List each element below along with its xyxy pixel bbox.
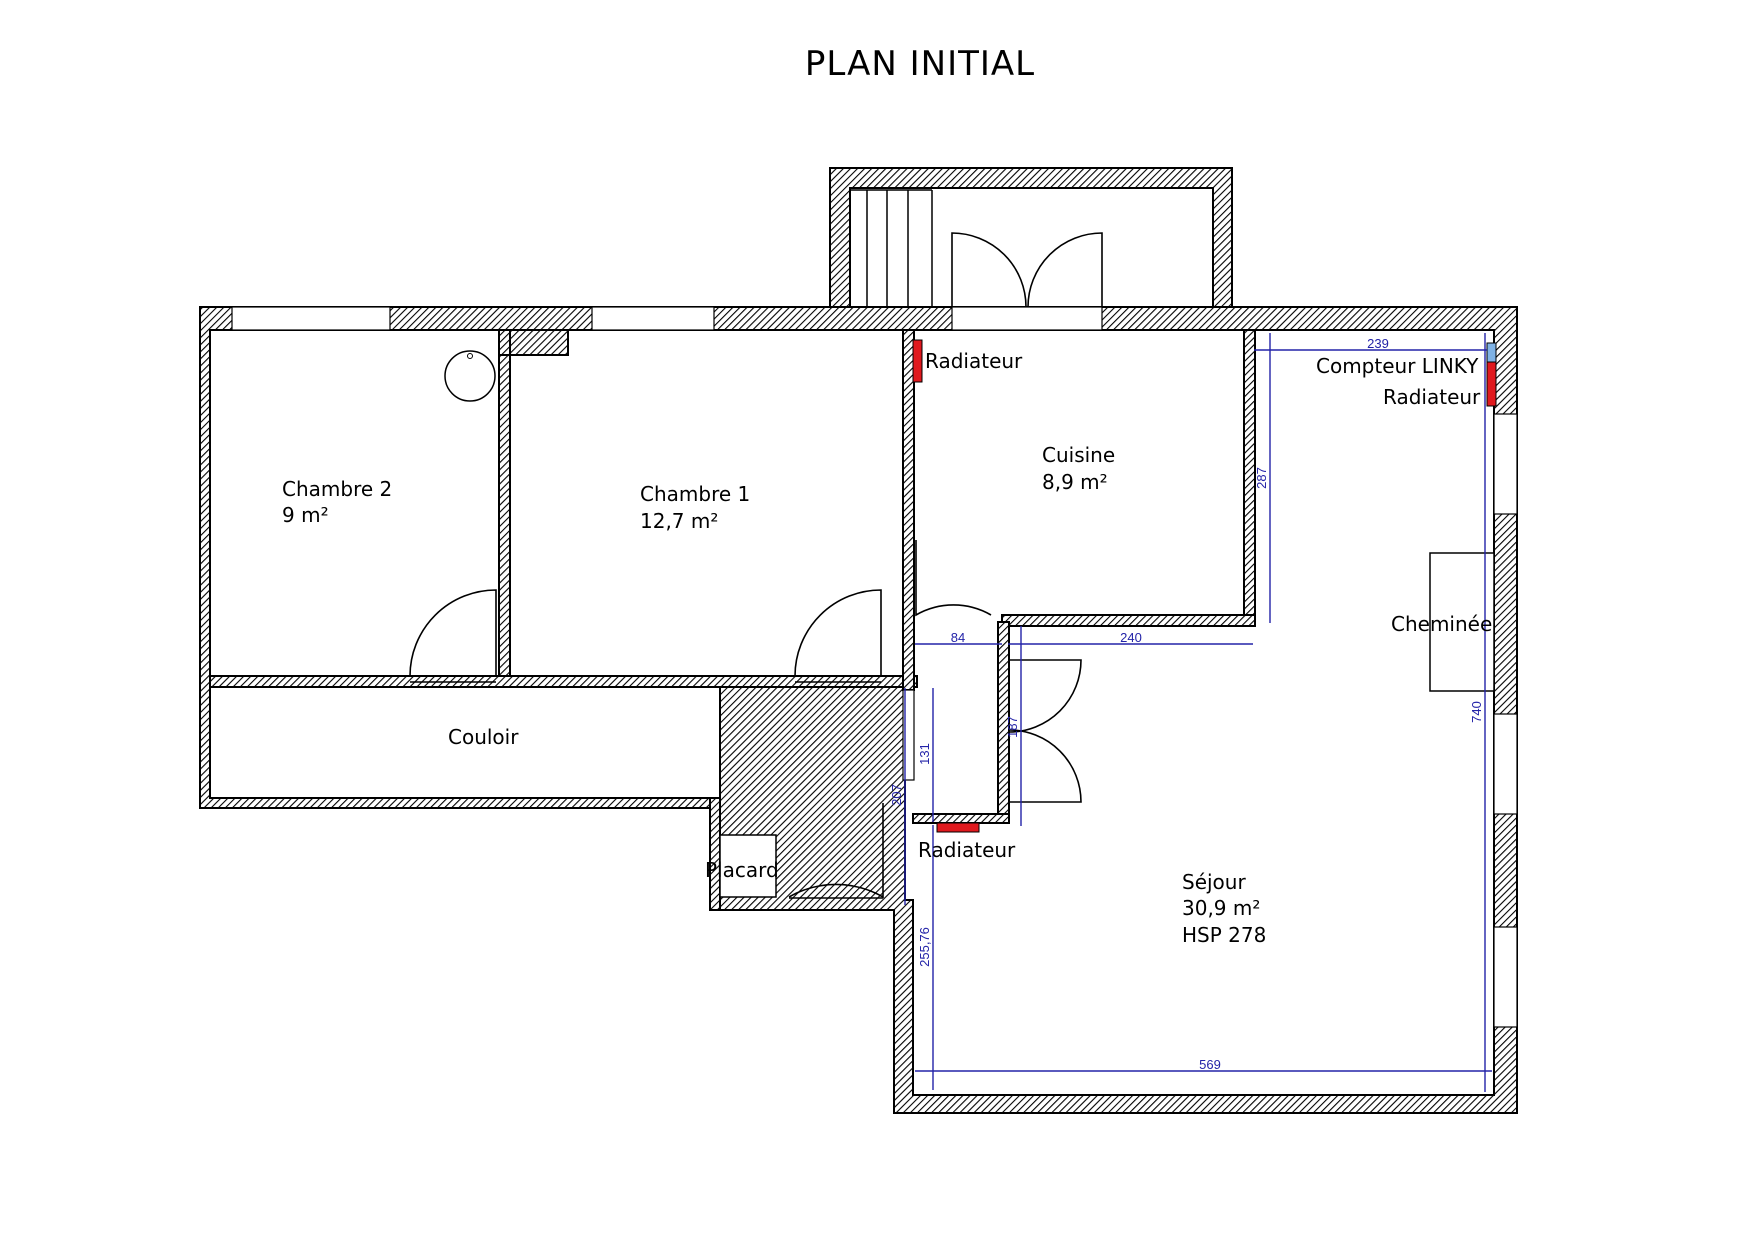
label-radiateur-sejour-top: Radiateur: [1383, 385, 1481, 409]
dim-740: 740: [1469, 701, 1484, 723]
door-landing-left: [951, 232, 1027, 308]
dim-207: 207: [889, 784, 904, 806]
wall-ch1-cuisine: [902, 329, 915, 691]
wall-bump-2: [509, 329, 569, 356]
radiator-cuisine: [912, 339, 923, 383]
fixture-labels: Radiateur Compteur LINKY Radiateur Chemi…: [918, 349, 1492, 862]
linky-meter: [1486, 342, 1497, 363]
label-chambre2-name: Chambre 2: [282, 477, 392, 501]
windows: [231, 306, 1518, 1028]
label-sejour-area: 30,9 m²: [1182, 896, 1260, 920]
landing-wall: [829, 167, 1233, 308]
door-cuisine: [915, 540, 992, 617]
wall-placard-left: [709, 797, 721, 911]
door-chambre2: [409, 589, 497, 677]
label-placard: Placard: [705, 858, 779, 882]
walls: [199, 167, 1518, 1114]
outer-wall: [199, 306, 1518, 1114]
window-sejour-2: [1493, 713, 1518, 815]
wall-corridor-bottom: [912, 813, 1010, 824]
label-sejour-height: HSP 278: [1182, 923, 1266, 947]
wall-bedrooms-couloir: [209, 675, 918, 688]
label-chambre1-area: 12,7 m²: [640, 509, 718, 533]
door-sejour-bottom: [1008, 729, 1082, 803]
dimension-labels: 239 287 84 240 740 187 131 207 255,76 56…: [889, 336, 1484, 1072]
label-chambre2-area: 9 m²: [282, 503, 329, 527]
label-cuisine-area: 8,9 m²: [1042, 470, 1108, 494]
cheminee-box: [1429, 552, 1495, 692]
wall-under-cuisine: [1001, 614, 1256, 627]
placard-box: [719, 834, 777, 898]
door-entrance: [788, 803, 884, 899]
door-landing-right: [1027, 232, 1103, 308]
dim-239: 239: [1367, 336, 1389, 351]
window-corridor: [902, 689, 915, 781]
dim-84: 84: [951, 630, 965, 645]
room-labels: Chambre 2 9 m² Chambre 1 12,7 m² Cuisine…: [282, 443, 1266, 947]
label-sejour-name: Séjour: [1182, 870, 1246, 894]
label-cheminee: Cheminée: [1391, 612, 1492, 636]
label-compteur: Compteur LINKY: [1316, 354, 1479, 378]
door-chambre1: [794, 589, 882, 677]
window-sejour-1: [1493, 413, 1518, 515]
dim-287: 287: [1254, 467, 1269, 489]
fixtures: [444, 339, 1497, 898]
dim-569: 569: [1199, 1057, 1221, 1072]
window-landing: [951, 306, 1103, 331]
radiator-corridor: [936, 822, 980, 833]
round-fixture: [444, 350, 496, 402]
door-sejour-top: [1008, 659, 1082, 733]
label-radiateur-sejour: Radiateur: [918, 838, 1016, 862]
window-sejour-3: [1493, 926, 1518, 1028]
dimension-lines: [904, 333, 1492, 1092]
window-chambre2: [231, 306, 391, 331]
window-chambre1: [591, 306, 715, 331]
plan-title: PLAN INITIAL: [805, 44, 1035, 84]
dim-240: 240: [1120, 630, 1142, 645]
label-cuisine-name: Cuisine: [1042, 443, 1115, 467]
label-couloir: Couloir: [448, 725, 519, 749]
dim-255: 255,76: [917, 927, 932, 967]
wall-ch2-ch1: [498, 354, 511, 682]
stairs: [850, 189, 933, 307]
dim-187: 187: [1005, 716, 1020, 738]
label-radiateur-cuisine: Radiateur: [925, 349, 1023, 373]
dim-131: 131: [917, 743, 932, 765]
label-chambre1-name: Chambre 1: [640, 482, 750, 506]
radiator-sejour-top: [1486, 361, 1497, 407]
